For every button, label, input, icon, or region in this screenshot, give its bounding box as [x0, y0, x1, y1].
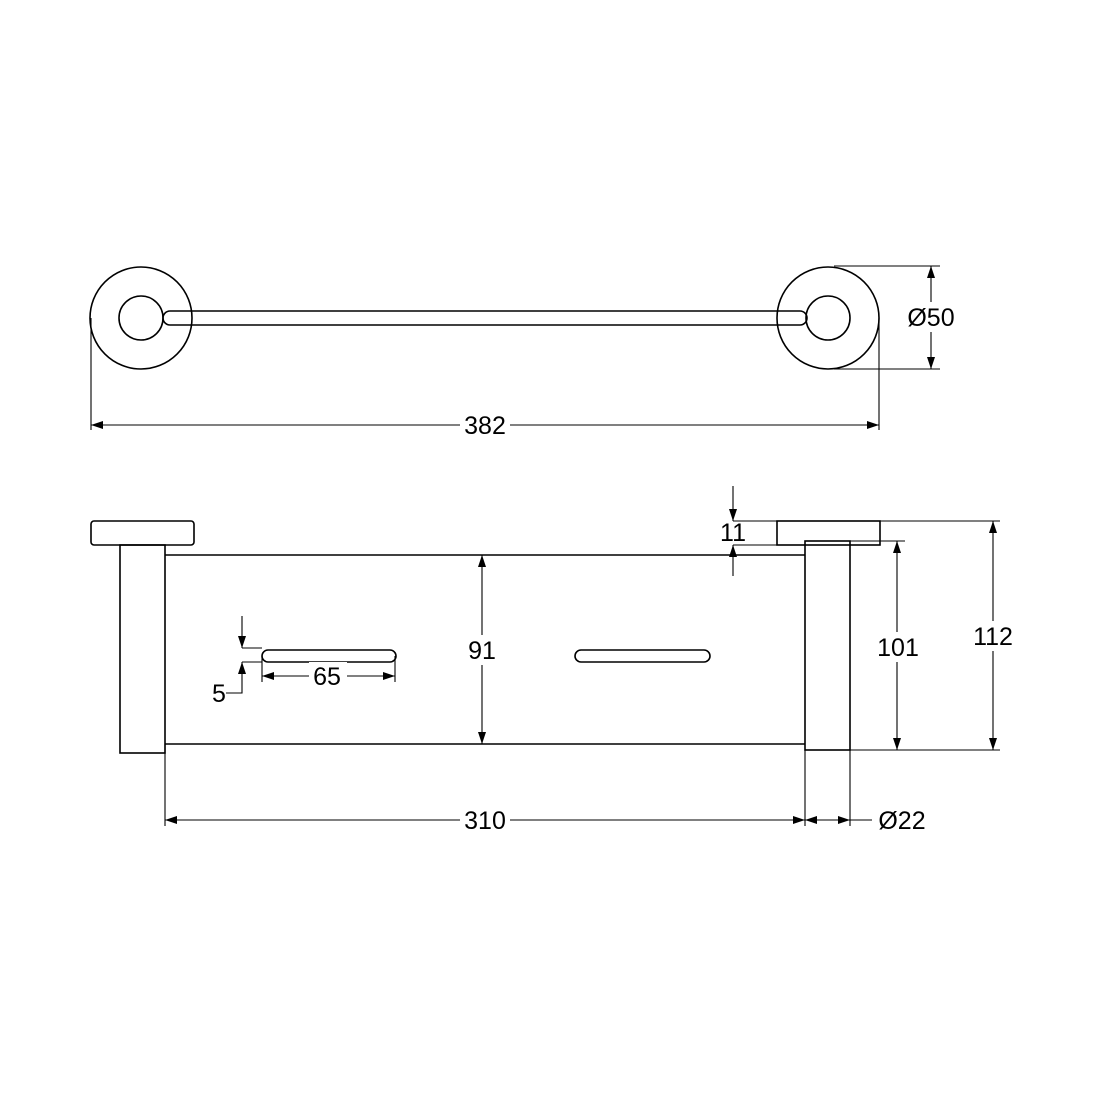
label-mask-310: [460, 805, 510, 835]
label-mask-382: [460, 410, 510, 440]
dim-label-50: Ø50: [907, 304, 954, 332]
drain-slot-right: [574, 649, 711, 663]
dim-label-11: 11: [720, 519, 746, 547]
dim-label-65: 65: [313, 663, 341, 691]
dim-label-382: 382: [464, 412, 506, 440]
front-view: 91 65 5 310 Ø22 101 112: [90, 486, 1019, 835]
label-mask-101: [872, 632, 924, 662]
left-flange-inner: [118, 295, 164, 341]
right-flange-side: [776, 520, 881, 546]
left-flange-side: [90, 520, 195, 546]
drain-slot-left: [261, 649, 397, 663]
rail-top-view: [162, 310, 808, 326]
right-flange-outer: [776, 266, 880, 370]
dim-label-310: 310: [464, 807, 506, 835]
dim-label-112: 112: [973, 623, 1013, 651]
label-mask-112: [967, 621, 1019, 651]
dim-label-101: 101: [877, 634, 919, 662]
top-view: 382 Ø50: [89, 265, 960, 440]
label-mask-91: [462, 635, 502, 665]
dim-label-22: Ø22: [878, 807, 925, 835]
dim-label-5: 5: [212, 680, 226, 708]
dim-label-91: 91: [468, 637, 496, 665]
left-flange-outer: [89, 266, 193, 370]
left-post: [119, 544, 166, 754]
right-flange-inner: [805, 295, 851, 341]
label-mask-50: [904, 302, 960, 332]
right-post: [804, 540, 851, 751]
dim-arrow-5-bottom: [226, 662, 246, 694]
label-mask-65: [309, 662, 347, 688]
